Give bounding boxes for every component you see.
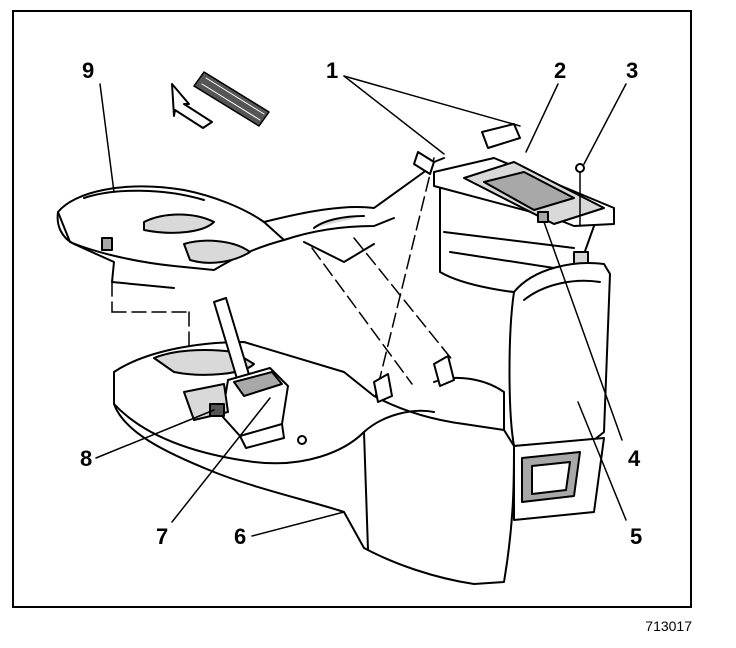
armrest-cover [56, 157, 445, 289]
console-exploded-view [56, 71, 627, 585]
callout-5: 5 [630, 524, 643, 549]
figure-number: 713017 [645, 618, 692, 634]
callout-3: 3 [626, 58, 639, 83]
leader-lines [95, 75, 627, 537]
callout-8: 8 [80, 446, 93, 471]
callout-9: 9 [82, 58, 95, 83]
callout-1: 1 [326, 58, 339, 83]
shifter-assembly [183, 297, 307, 449]
diagram-frame: 1 2 3 4 5 6 7 8 9 [12, 10, 692, 608]
storage-compartment [413, 123, 615, 295]
callout-2: 2 [554, 58, 567, 83]
callout-7: 7 [156, 524, 169, 549]
callout-6: 6 [234, 524, 247, 549]
forward-arrow-icon [171, 71, 270, 129]
callout-4: 4 [628, 446, 641, 471]
side-trim-panel [508, 262, 611, 453]
